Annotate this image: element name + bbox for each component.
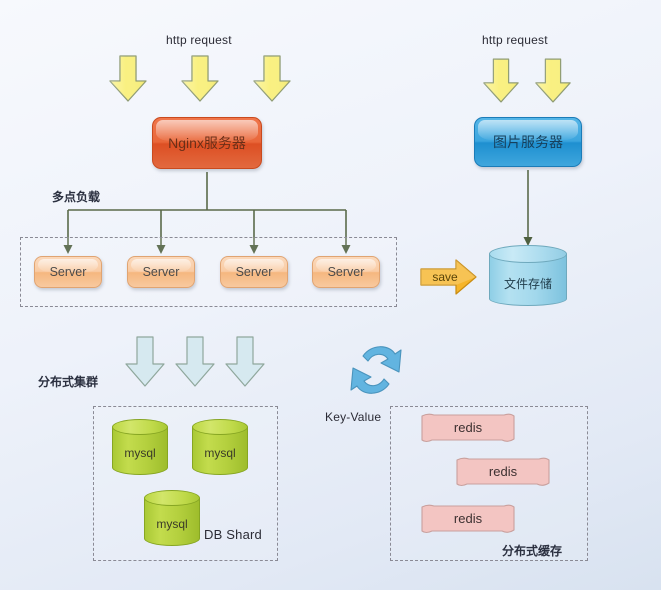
file-storage-top (489, 245, 567, 263)
server-node-3-label: Server (235, 265, 273, 279)
http-arrow-right-2 (535, 58, 571, 103)
image-server-label: 图片服务器 (493, 134, 563, 150)
server-node-1[interactable]: Server (34, 256, 102, 288)
server-node-3[interactable]: Server (220, 256, 288, 288)
mysql-node-2[interactable]: mysql (192, 419, 248, 481)
mysql-node-2-top (192, 419, 248, 435)
redis-node-2-label: redis (488, 464, 518, 479)
nginx-server-node[interactable]: Nginx服务器 (152, 117, 262, 169)
cluster-arrow-1 (125, 336, 165, 387)
server-node-4-label: Server (327, 265, 365, 279)
file-storage-label: 文件存储 (503, 277, 552, 291)
mysql-node-1-body (112, 427, 168, 475)
multi-point-load-label: 多点负载 (52, 190, 101, 204)
distributed-cluster-label: 分布式集群 (38, 375, 99, 389)
save-arrow-label: save (432, 270, 458, 284)
distributed-cache-label: 分布式缓存 (502, 544, 563, 558)
server-node-1-label: Server (49, 265, 87, 279)
mysql-node-2-body (192, 427, 248, 475)
key-value-label: Key-Value (325, 410, 382, 424)
redis-node-2[interactable]: redis (453, 456, 553, 488)
cluster-arrow-2 (175, 336, 215, 387)
server-node-2[interactable]: Server (127, 256, 195, 288)
http-request-label-left: http request (166, 33, 232, 47)
http-arrow-left-1 (109, 55, 147, 102)
http-arrow-left-2 (181, 55, 219, 102)
server-node-2-label: Server (142, 265, 180, 279)
mysql-node-3[interactable]: mysql (144, 490, 200, 552)
server-node-4[interactable]: Server (312, 256, 380, 288)
db-shard-label: DB Shard (204, 527, 262, 542)
mysql-node-3-body (144, 498, 200, 546)
mysql-node-1[interactable]: mysql (112, 419, 168, 481)
http-arrow-right-1 (483, 58, 519, 103)
mysql-node-1-label: mysql (124, 446, 156, 460)
image-server-node[interactable]: 图片服务器 (474, 117, 582, 167)
mysql-node-2-label: mysql (204, 446, 236, 460)
mysql-node-1-top (112, 419, 168, 435)
http-request-label-right: http request (482, 33, 548, 47)
key-value-cycle-icon (350, 346, 402, 394)
redis-node-3[interactable]: redis (418, 503, 518, 535)
mysql-node-3-top (144, 490, 200, 506)
redis-node-1-label: redis (453, 420, 483, 435)
redis-node-3-label: redis (453, 511, 483, 526)
nginx-server-label: Nginx服务器 (168, 135, 246, 151)
http-arrow-left-3 (253, 55, 291, 102)
redis-node-1[interactable]: redis (418, 412, 518, 444)
mysql-node-3-label: mysql (156, 517, 188, 531)
cluster-arrow-3 (225, 336, 265, 387)
save-arrow (420, 259, 477, 295)
file-storage-node[interactable]: 文件存储 (489, 245, 567, 313)
